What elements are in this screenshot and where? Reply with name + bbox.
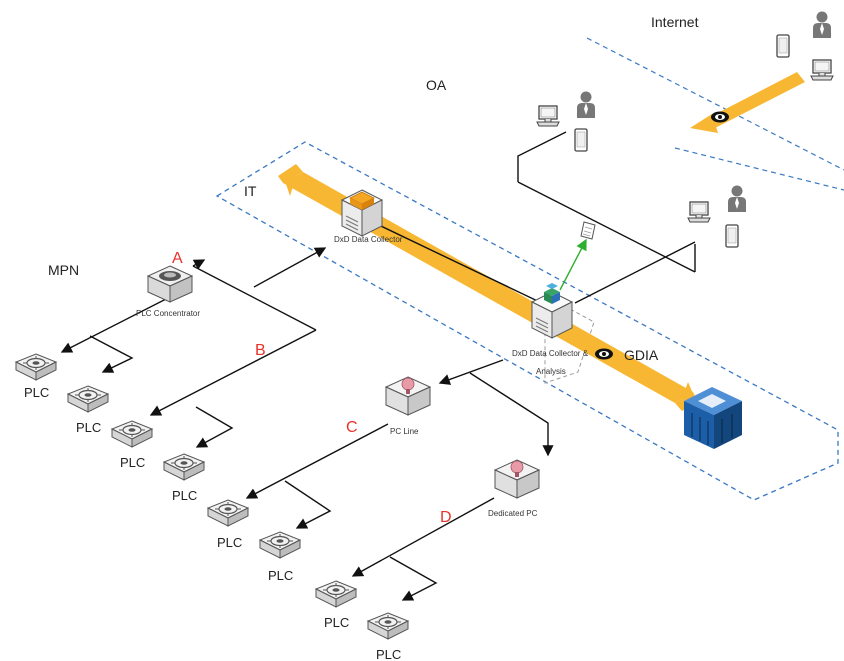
marker-c: C: [346, 419, 358, 436]
zone-label-it: IT: [244, 183, 257, 199]
zone-label-mpn: MPN: [48, 262, 79, 278]
dxd-data-collector-icon: [341, 189, 383, 237]
link-a-plc-1: [60, 296, 171, 353]
link-concentrator-branch: [192, 265, 317, 331]
zone-label-oa: OA: [426, 77, 447, 93]
link-to-concentrator: [192, 259, 206, 270]
link-oa-to-it: [517, 181, 696, 273]
it-data-bus: [283, 172, 693, 403]
network-links: [60, 131, 696, 601]
plc-label: PLC: [268, 568, 293, 583]
plc-module-icon: [163, 453, 205, 481]
link-oa-terminal: [517, 131, 567, 182]
it-bus-arrowhead-right: [680, 382, 694, 404]
plc-label: PLC: [376, 647, 401, 661]
plc-module-icon: [207, 499, 249, 527]
plc-module-icon: [367, 612, 409, 640]
link-to-pc-line: [438, 359, 504, 385]
label-dedicated-pc: Dedicated PC: [488, 509, 538, 518]
link-a-plc-2: [89, 335, 134, 373]
label-dxd-data-collector: DxD Data Collector: [334, 235, 403, 244]
label-dxd-analysis-line1: DxD Data Collector &: [512, 349, 589, 358]
it-monitor-icon: [687, 201, 711, 223]
plc-label: PLC: [324, 615, 349, 630]
document-icon: [580, 221, 596, 240]
internet-zone-top-border: [586, 37, 844, 171]
plc-label: PLC: [120, 455, 145, 470]
oa-tablet-icon: [574, 128, 588, 152]
zone-label-internet: Internet: [651, 14, 699, 30]
marker-b: B: [255, 342, 266, 359]
plc-label: PLC: [172, 488, 197, 503]
plc-module-icon: [15, 353, 57, 381]
oa-person-icon: [577, 91, 595, 118]
internet-bus: [708, 72, 805, 128]
plc-modules: [15, 353, 409, 640]
zone-label-gdia: GDIA: [624, 347, 659, 363]
it-zone-border: [215, 141, 839, 501]
plc-module-icon: [315, 580, 357, 608]
oa-monitor-icon: [536, 105, 560, 127]
link-d-plc-8: [389, 556, 438, 601]
internet-zone-bottom-border: [674, 147, 844, 191]
link-c-plc-5: [245, 423, 389, 499]
gdia-eye-icon: [595, 348, 613, 360]
label-dxd-analysis-line2: Analysis: [536, 367, 566, 376]
marker-a: A: [172, 250, 183, 267]
plc-concentrator-icon: [146, 265, 194, 303]
it-person-icon: [728, 185, 746, 212]
link-upload-report: [559, 238, 587, 291]
link-collector-to-analysis: [359, 215, 550, 307]
gdia-datacenter-icon: [684, 387, 742, 449]
link-analysis-to-users: [574, 241, 696, 304]
plc-label: PLC: [24, 385, 49, 400]
link-b-plc-3: [149, 329, 317, 416]
link-c-plc-6: [284, 480, 332, 529]
plc-label: PLC: [217, 535, 242, 550]
label-plc-concentrator: PLC Concentrator: [136, 309, 200, 318]
marker-d: D: [440, 509, 452, 526]
label-pc-line: PC Line: [390, 427, 419, 436]
link-to-dedicated-pc: [469, 372, 554, 457]
pc-line-icon: [384, 376, 432, 416]
dedicated-pc-icon: [493, 459, 541, 499]
internet-bus-arrowhead: [690, 114, 718, 133]
internet-eye-icon: [711, 111, 729, 123]
plc-labels: PLC PLC PLC PLC PLC PLC PLC PLC: [24, 385, 401, 661]
link-b-plc-4: [195, 406, 234, 448]
it-tablet-icon: [725, 224, 739, 248]
it-bus-arrowhead-left: [284, 170, 298, 196]
plc-module-icon: [111, 420, 153, 448]
link-mpn-to-collector: [253, 247, 327, 288]
link-d-plc-7: [351, 497, 495, 577]
plc-module-icon: [67, 385, 109, 413]
internet-person-icon: [813, 11, 831, 38]
dxd-analysis-server-icon: [531, 283, 573, 339]
plc-label: PLC: [76, 420, 101, 435]
plc-module-icon: [259, 531, 301, 559]
internet-tablet-icon: [776, 34, 790, 58]
internet-monitor-icon: [810, 59, 834, 81]
